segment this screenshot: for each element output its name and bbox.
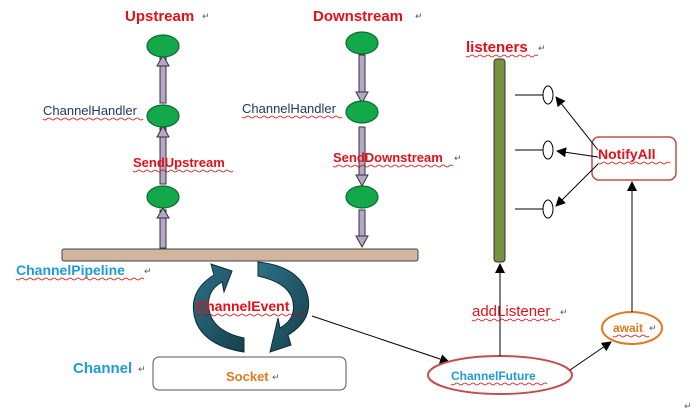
notify-arrows <box>555 96 599 207</box>
channel-future-label: ChannelFuture <box>451 369 536 383</box>
listener-items <box>515 85 554 219</box>
channel-event-label: ChannelEvent <box>196 298 290 314</box>
handler-node <box>345 100 379 124</box>
send-downstream-label: SendDownstream <box>333 150 443 165</box>
paragraph-mark: ↵ <box>649 324 657 334</box>
paragraph-mark: ↵ <box>138 365 146 375</box>
socket-label: Socket <box>226 369 269 384</box>
pipeline-bar <box>61 248 419 262</box>
handler-node <box>345 31 379 55</box>
listener-node <box>542 85 554 105</box>
future-to-await-arrow <box>569 341 612 371</box>
paragraph-mark: ↵ <box>415 12 423 22</box>
handler-node <box>146 185 180 209</box>
paragraph-mark: ↵ <box>684 402 692 410</box>
handler-node <box>345 185 379 209</box>
event-to-future-arrow <box>311 315 450 364</box>
notify-all-label: NotifyAll <box>598 146 656 162</box>
await-label: await <box>613 321 643 335</box>
upstream-label: Upstream <box>125 8 194 25</box>
handler-nodes <box>146 31 379 209</box>
socket-box <box>152 356 347 391</box>
upstream-arrows <box>156 53 170 249</box>
notify-all-box <box>591 136 677 181</box>
channel-handler-label-left: ChannelHandler <box>43 103 138 118</box>
channel-pipeline-label: ChannelPipeline <box>16 262 125 278</box>
listener-node <box>542 199 554 219</box>
paragraph-mark: ↵ <box>202 12 210 22</box>
add-listener-label: addListener <box>472 303 550 320</box>
handler-node <box>146 104 180 128</box>
listener-node <box>542 140 554 160</box>
send-upstream-label: SendUpstream <box>133 155 225 170</box>
channel-label: Channel <box>73 360 132 377</box>
paragraph-mark: ↵ <box>272 373 280 383</box>
downstream-arrows <box>355 54 369 249</box>
paragraph-mark: ↵ <box>538 44 546 54</box>
cycle-arrows <box>192 261 310 353</box>
handler-node <box>146 34 180 58</box>
channel-handler-label-right: ChannelHandler <box>242 101 337 116</box>
listeners-label: listeners <box>466 39 528 56</box>
paragraph-mark: ↵ <box>454 154 462 164</box>
paragraph-mark: ↵ <box>560 308 568 318</box>
paragraph-mark: ↵ <box>144 267 152 277</box>
listeners-bar <box>493 58 506 263</box>
downstream-label: Downstream <box>313 8 403 25</box>
